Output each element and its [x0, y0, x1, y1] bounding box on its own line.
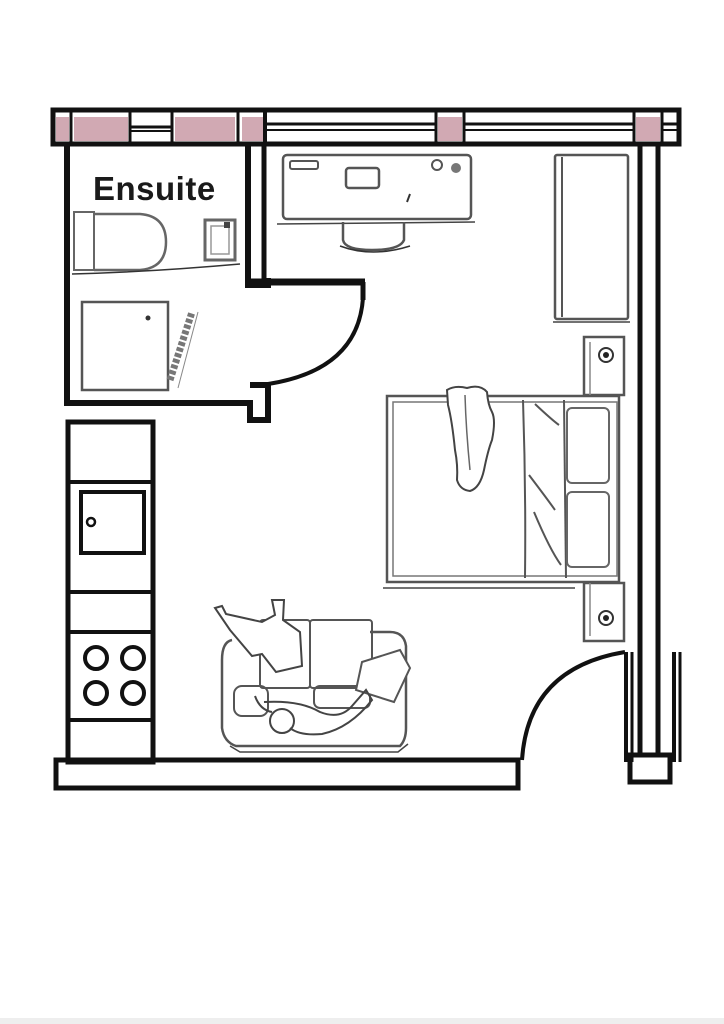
- ensuite-door[interactable]: [267, 297, 365, 386]
- burner-icon: [120, 680, 146, 706]
- bedside-table-bottom: [582, 581, 626, 643]
- top-window-left: [267, 122, 436, 131]
- toilet: [71, 211, 241, 275]
- throw-blanket: [445, 385, 495, 493]
- person-figure: [213, 599, 374, 736]
- kitchenette: [65, 419, 156, 765]
- right-exterior-wall: [624, 144, 682, 785]
- sink: [79, 490, 146, 555]
- ensuite-walls: [64, 144, 366, 423]
- desk-chair: [339, 222, 411, 253]
- desk: [276, 153, 476, 225]
- lamp-icon: [598, 610, 614, 626]
- hob: [83, 645, 146, 706]
- basin: [203, 218, 237, 262]
- top-exterior-wall: [50, 107, 682, 147]
- shower: [80, 300, 199, 392]
- bedside-table-top: [582, 335, 626, 397]
- scan-edge: [0, 1018, 724, 1024]
- top-window-right: [464, 122, 679, 131]
- double-bed: [383, 394, 621, 589]
- burner-icon: [120, 645, 146, 671]
- burner-icon: [83, 680, 109, 706]
- wardrobe: [553, 153, 630, 323]
- room-label-ensuite: Ensuite: [93, 170, 216, 207]
- cushion: [354, 648, 412, 704]
- burner-icon: [83, 645, 109, 671]
- entrance-door[interactable]: [520, 650, 626, 761]
- lamp-icon: [598, 347, 614, 363]
- bottom-exterior-wall: [53, 757, 521, 791]
